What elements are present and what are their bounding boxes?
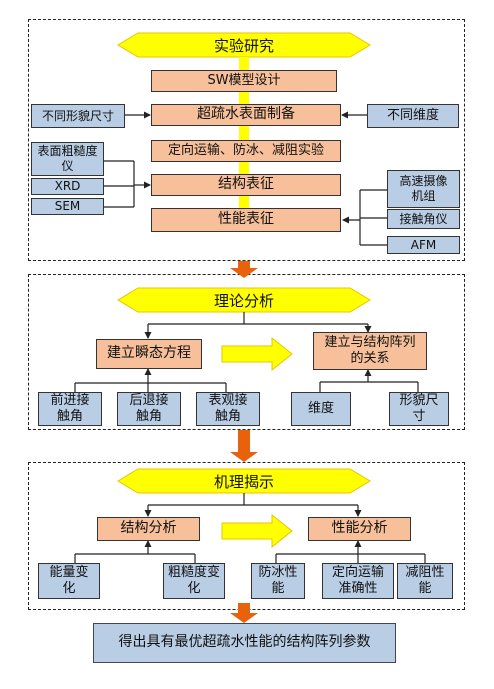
banner-shape-2: [117, 287, 371, 313]
banner-mechanism-reveal: 机理揭示: [213, 472, 274, 491]
banner-shape-1: [117, 32, 371, 58]
afm-box: AFM: [387, 236, 460, 254]
performance-analysis-box: 性能分析: [308, 517, 411, 541]
roughness-meter-box: 表面粗糙度仪: [31, 142, 104, 176]
banner-shape-3: [117, 468, 371, 494]
yellow-arrow-theory: [221, 336, 293, 372]
different-dimension-box: 不同维度: [367, 104, 459, 128]
dimension-box: 维度: [291, 392, 351, 426]
drag-reduction-performance-box: 减阻性能: [397, 563, 453, 599]
receding-contact-angle-box: 后退接触角: [117, 392, 181, 426]
energy-change-box: 能量变化: [38, 563, 100, 599]
section-experimental-research: [28, 19, 465, 261]
surface-fabrication-box: 超疏水表面制备: [151, 104, 341, 126]
different-morphology-size-box: 不同形貌尺寸: [31, 104, 125, 128]
xrd-box: XRD: [31, 178, 104, 195]
roughness-change-box: 粗糙度变化: [163, 563, 225, 599]
performance-characterization-box: 性能表征: [151, 208, 341, 232]
flow-arrow-2: [230, 430, 258, 462]
anti-icing-performance-box: 防冰性能: [251, 563, 305, 599]
flow-arrow-1: [230, 261, 258, 278]
experiments-box: 定向运输、防冰、减阻实验: [151, 140, 341, 162]
array-relation-box: 建立与结构阵列的关系: [313, 332, 427, 370]
transient-equation-box: 建立瞬态方程: [96, 339, 202, 369]
advancing-contact-angle-box: 前进接触角: [38, 392, 102, 426]
structure-analysis-box: 结构分析: [97, 517, 200, 541]
flow-arrow-3: [230, 603, 258, 623]
transport-accuracy-box: 定向运输准确性: [322, 563, 394, 599]
banner-experimental-research: 实验研究: [213, 36, 274, 55]
yellow-arrow-mechanism: [221, 513, 293, 549]
conclusion-box: 得出具有最优超疏水性能的结构阵列参数: [93, 623, 396, 663]
apparent-contact-angle-box: 表观接触角: [196, 392, 260, 426]
banner-theoretical-analysis: 理论分析: [213, 291, 274, 310]
structure-characterization-box: 结构表征: [151, 174, 341, 196]
sw-model-design-box: SW模型设计: [151, 70, 337, 92]
morphology-size-box: 形貌尺寸: [389, 392, 449, 426]
high-speed-camera-box: 高速摄像机组: [387, 170, 460, 208]
sem-box: SEM: [31, 198, 104, 215]
contact-angle-meter-box: 接触角仪: [387, 209, 460, 229]
